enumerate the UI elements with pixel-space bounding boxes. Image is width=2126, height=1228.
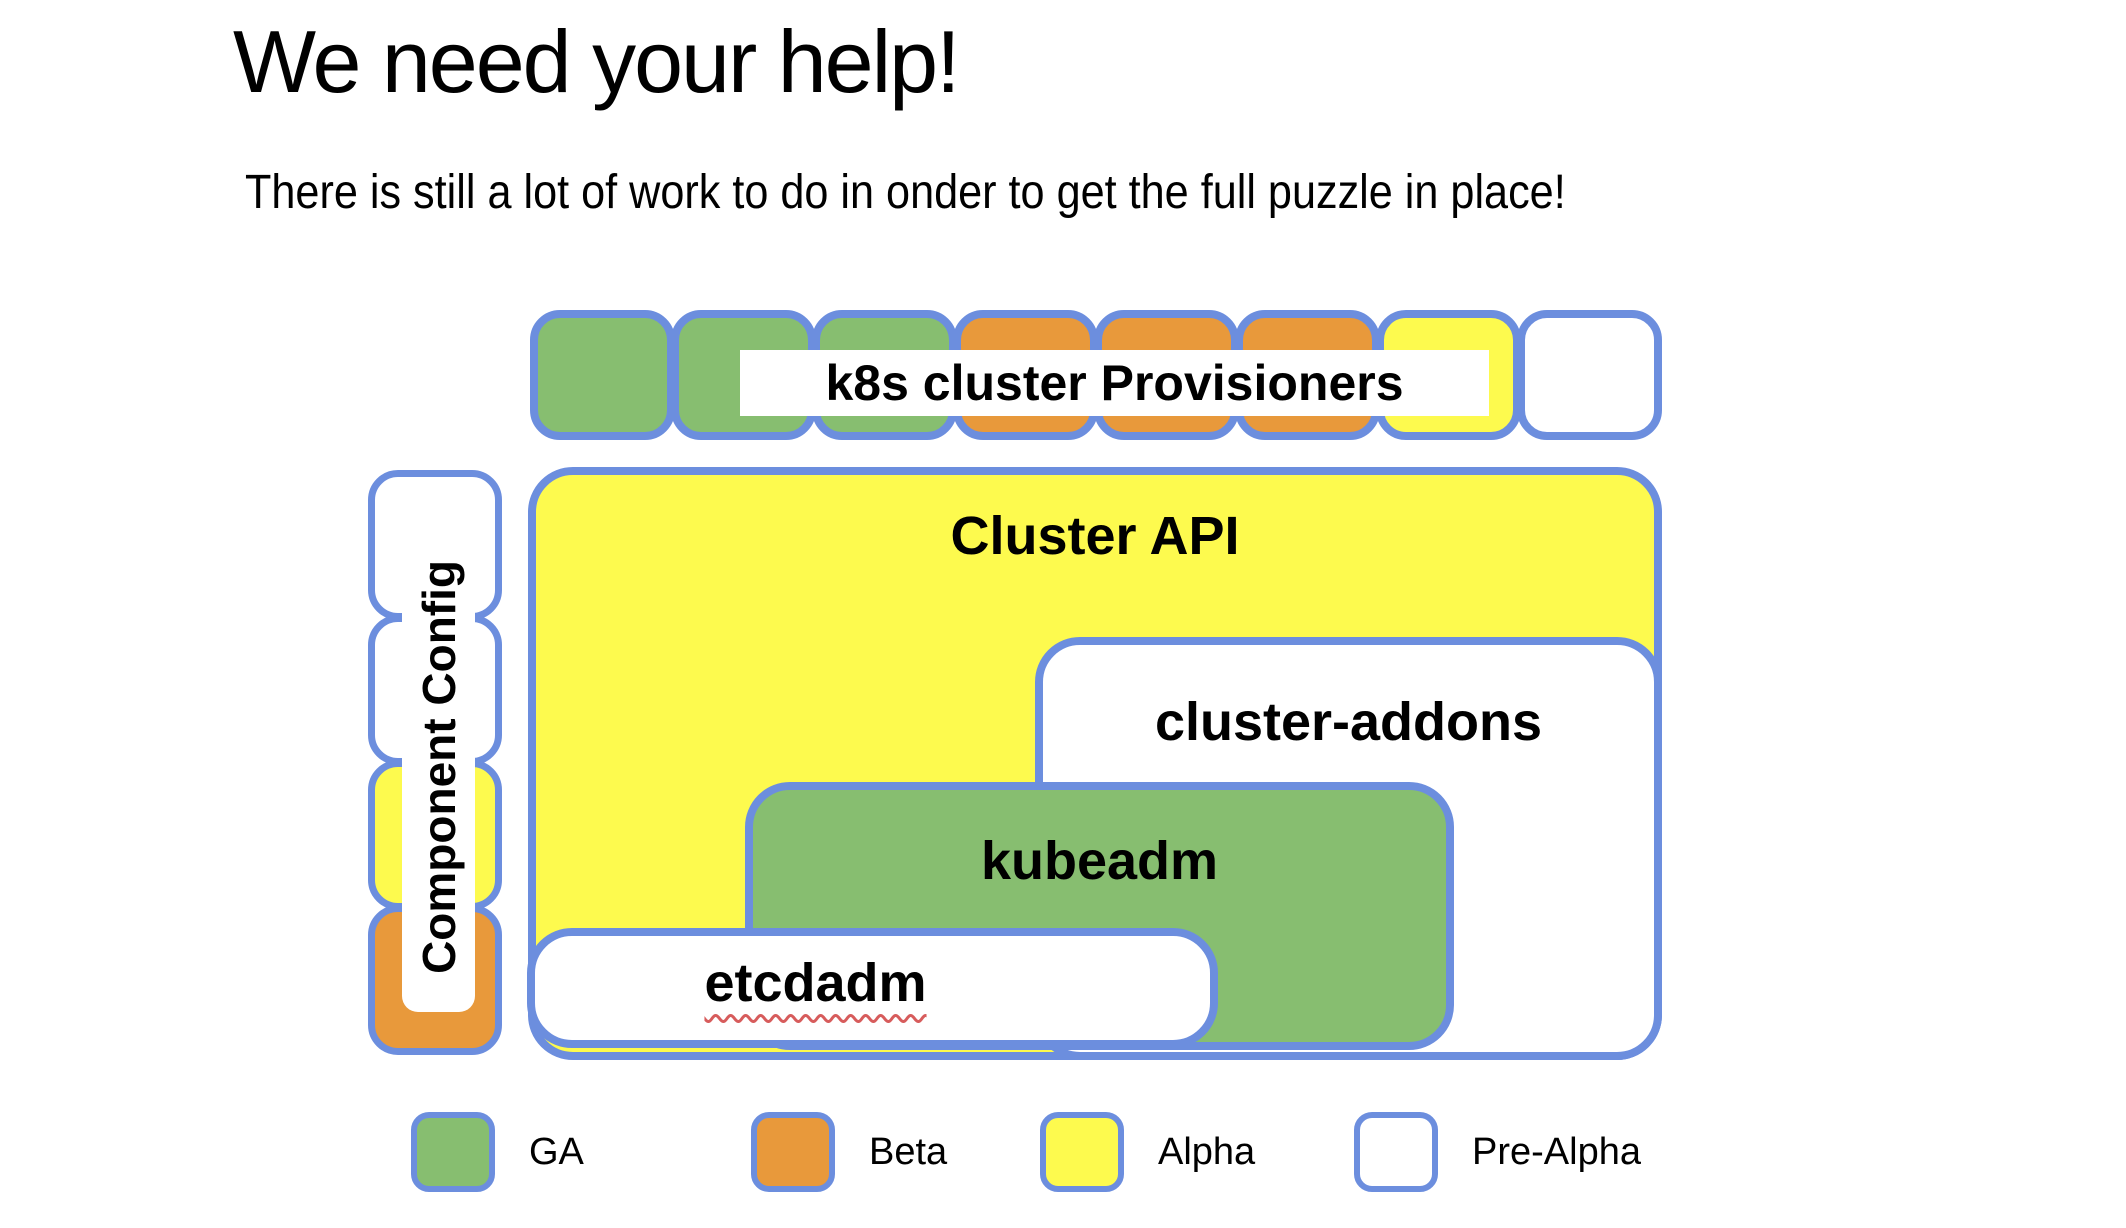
etcdadm-piece: etcdadm <box>527 928 1218 1048</box>
provisioners-label-text: k8s cluster Provisioners <box>825 355 1404 411</box>
etcdadm-label: etcdadm <box>704 953 927 1013</box>
legend-swatch-beta <box>751 1112 835 1192</box>
legend-item-ga: GA <box>411 1112 584 1192</box>
legend-label: Pre-Alpha <box>1472 1130 1641 1173</box>
page-title: We need your help! <box>233 12 961 111</box>
page-subtitle: There is still a lot of work to do in on… <box>245 166 1566 219</box>
cluster-addons-label: cluster-addons <box>1154 692 1543 752</box>
component-config-label-text: Component Config <box>412 560 465 974</box>
legend-item-alpha: Alpha <box>1040 1112 1255 1192</box>
legend-label: Beta <box>869 1130 948 1173</box>
cluster-api-label: Cluster API <box>950 506 1240 566</box>
kubeadm-label: kubeadm <box>980 831 1219 891</box>
component-config-label: Component Config <box>402 522 475 1012</box>
legend-item-beta: Beta <box>751 1112 947 1192</box>
legend-item-pre-alpha: Pre-Alpha <box>1354 1112 1641 1192</box>
component-config-column: Component Config <box>368 470 502 1055</box>
provisioner-piece-8 <box>1517 310 1662 440</box>
legend-label: Alpha <box>1158 1130 1256 1173</box>
legend-swatch-pre_alpha <box>1354 1112 1438 1192</box>
legend-label: GA <box>529 1130 584 1173</box>
legend-swatch-ga <box>411 1112 495 1192</box>
legend-swatch-alpha <box>1040 1112 1124 1192</box>
provisioners-label: k8s cluster Provisioners <box>740 350 1489 416</box>
provisioner-piece-1 <box>530 310 675 440</box>
provisioners-row: k8s cluster Provisioners <box>530 310 1662 440</box>
